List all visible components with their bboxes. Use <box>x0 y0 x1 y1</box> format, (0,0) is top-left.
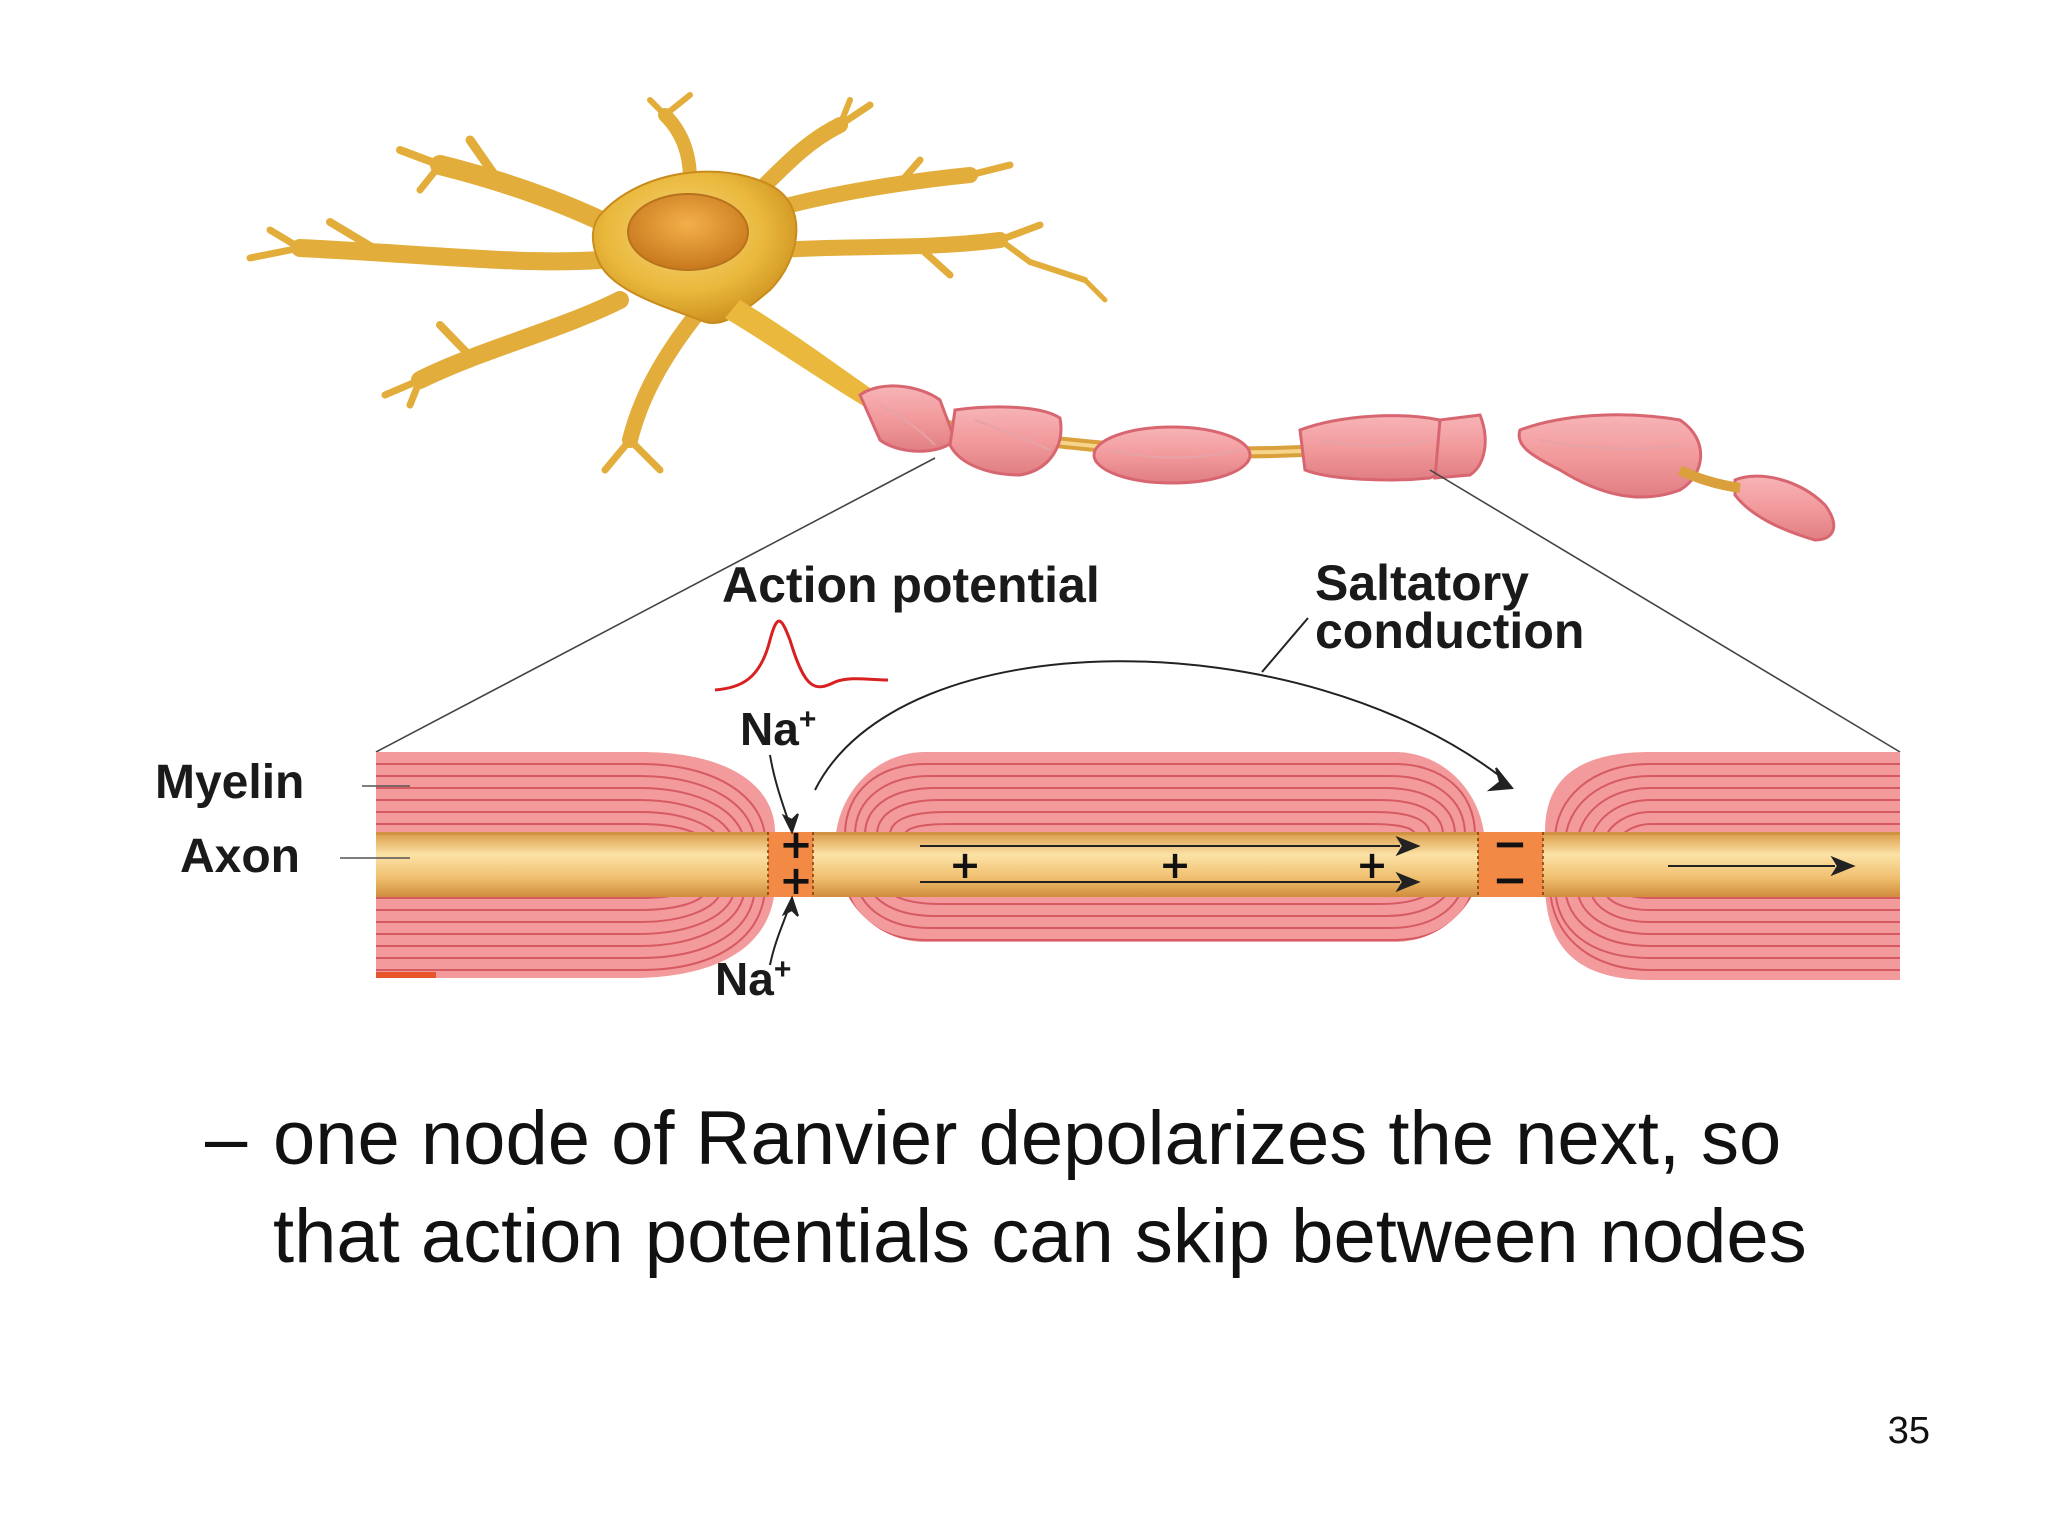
zoom-lines <box>375 457 1901 753</box>
action-potential-label: Action potential <box>722 557 1100 613</box>
axon-label: Axon <box>180 830 300 883</box>
node1-charge-top: + <box>779 822 813 868</box>
bullet-text: one node of Ranvier depolarizes the next… <box>273 1096 1807 1279</box>
node1-charge-bottom: + <box>779 858 813 904</box>
node2-charge-top: − <box>1492 819 1527 868</box>
saltatory-label-line1: Saltatory <box>1315 555 1529 611</box>
saltatory-label-line2: conduction <box>1315 603 1584 659</box>
axon-core <box>376 832 1900 897</box>
neuron-illustration <box>246 92 1836 542</box>
magnified-axon-section: + + + + + − − <box>340 617 1900 980</box>
saltatory-jump-arrow-icon <box>814 617 1514 792</box>
nucleus <box>627 193 749 271</box>
na-label-bottom: Na+ <box>715 953 791 1005</box>
node-of-ranvier-1 <box>767 832 814 897</box>
internode-sign-1: + <box>949 843 981 887</box>
node2-charge-bottom: − <box>1492 855 1527 904</box>
bullet-dash: – <box>205 1096 248 1181</box>
na-label-top: Na+ <box>740 703 816 755</box>
internode-sign-2: + <box>1159 843 1191 887</box>
internode-sign-3: + <box>1356 843 1388 887</box>
myelin-sheaths-small <box>858 384 1836 542</box>
node-of-ranvier-2 <box>1477 832 1544 897</box>
action-potential-trace-icon <box>714 619 889 692</box>
myelin-label: Myelin <box>155 756 304 809</box>
na-influx-arrows <box>769 754 799 966</box>
current-arrows <box>920 835 1856 893</box>
axon-hillock <box>725 300 880 410</box>
dendrites <box>246 92 1108 474</box>
page-number: 35 <box>1887 1410 1930 1452</box>
